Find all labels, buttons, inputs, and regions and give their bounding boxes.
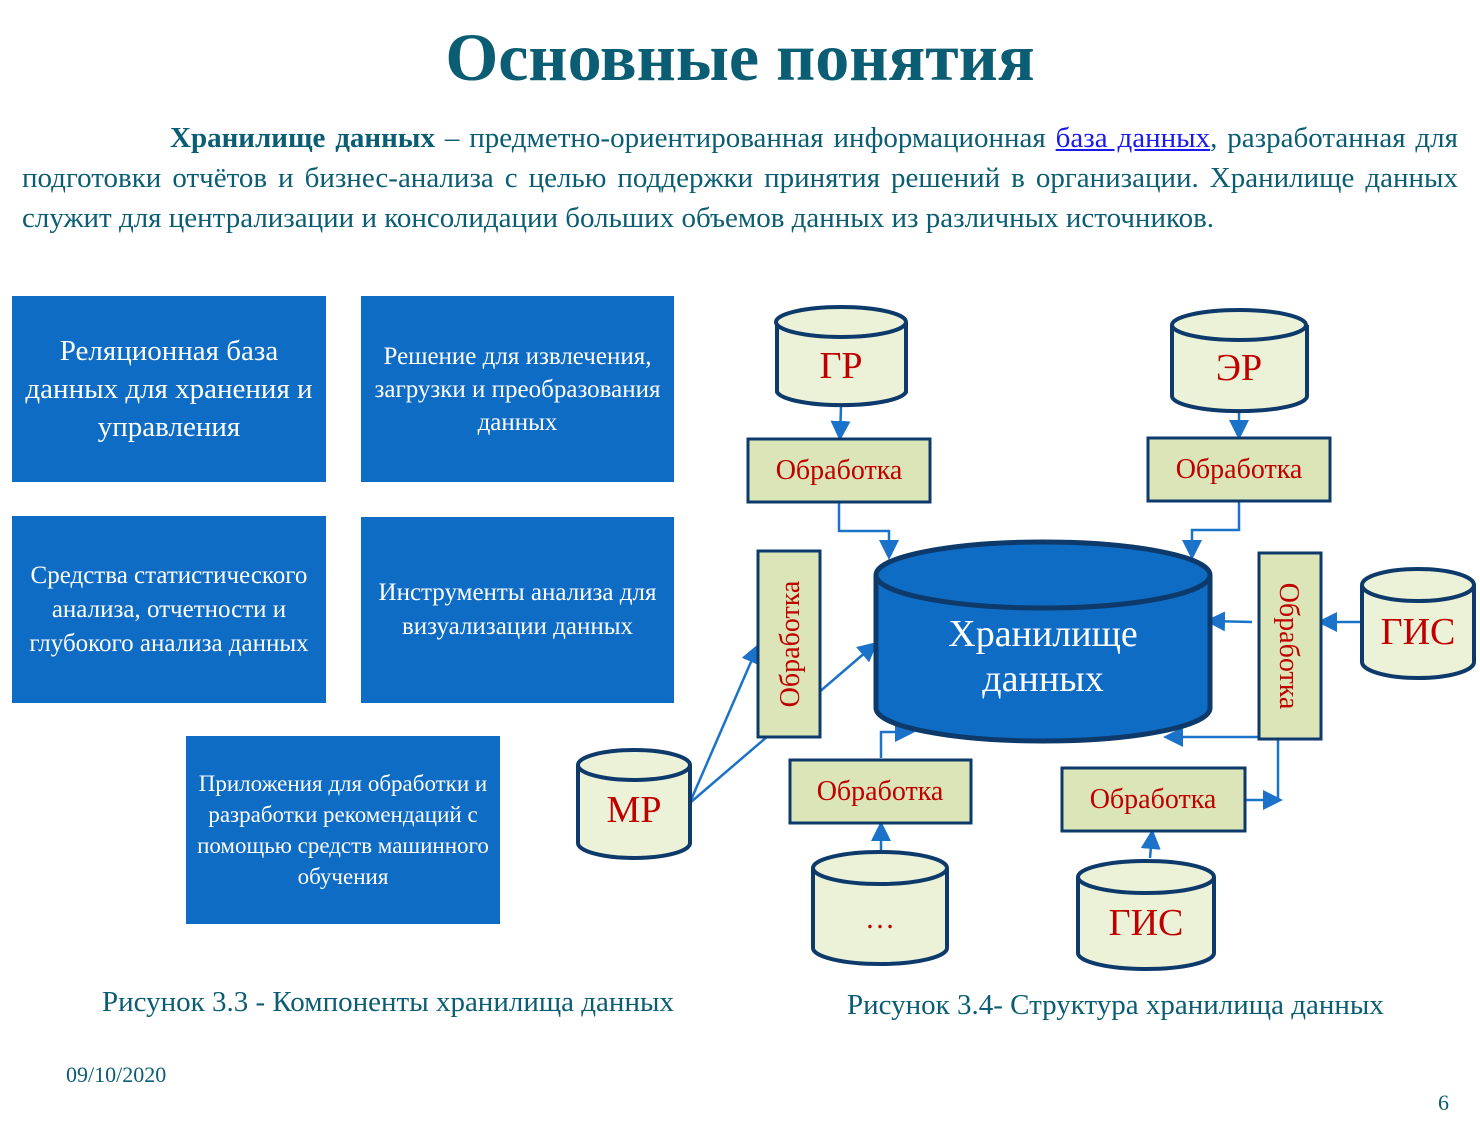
source-mr-cylinder: МР <box>576 748 692 860</box>
database-link[interactable]: база данных <box>1055 122 1211 154</box>
source-label: ГИС <box>1109 902 1184 944</box>
component-ml-apps: Приложения для обработки и разработки ре… <box>186 736 500 924</box>
component-relational-db: Реляционная база данных для хранения и у… <box>12 296 326 482</box>
svg-text:Обработка: Обработка <box>776 455 903 486</box>
warehouse-label: данных <box>982 658 1103 700</box>
source-label: ГИС <box>1381 611 1456 653</box>
svg-text:Обработка: Обработка <box>817 776 944 807</box>
figure-3-3-caption: Рисунок 3.3 - Компоненты хранилища данны… <box>102 986 674 1018</box>
source-label: ЭР <box>1216 347 1262 389</box>
warehouse-label: Хранилище <box>948 613 1137 655</box>
slide-number: 6 <box>1438 1090 1449 1115</box>
source-gis-right-cylinder: ГИС <box>1360 567 1476 680</box>
intro-text-rest: , разработанная для подготовки отчётов и… <box>22 122 1458 234</box>
figure-3-4-caption: Рисунок 3.4- Структура хранилища данных <box>847 989 1384 1021</box>
svg-text:Обработка: Обработка <box>1090 784 1217 815</box>
intro-paragraph: Хранилище данных – предметно-ориентирова… <box>22 118 1458 238</box>
svg-text:Обработка: Обработка <box>775 580 806 707</box>
component-label: Средства статистического анализа, отчетн… <box>29 561 309 657</box>
source-gr-cylinder: ГР <box>774 305 908 408</box>
component-label: Инструменты анализа для визуализации дан… <box>378 579 657 640</box>
component-statistics: Средства статистического анализа, отчетн… <box>12 516 326 703</box>
source-label: МР <box>607 789 662 831</box>
source-label: … <box>865 902 895 935</box>
process-box: Обработка <box>746 437 932 504</box>
component-label: Реляционная база данных для хранения и у… <box>25 335 313 443</box>
component-visualization: Инструменты анализа для визуализации дан… <box>361 517 674 703</box>
component-label: Приложения для обработки и разработки ре… <box>197 771 489 889</box>
page-title: Основные понятия <box>445 19 1035 95</box>
process-box: Обработка <box>1146 436 1332 503</box>
process-box: Обработка <box>1060 766 1247 833</box>
svg-text:Обработка: Обработка <box>1176 454 1303 485</box>
source-other-cylinder: … <box>811 850 949 966</box>
term: Хранилище данных <box>170 122 435 154</box>
source-er-cylinder: ЭР <box>1170 308 1309 414</box>
source-label: ГР <box>819 345 862 387</box>
slide-date: 09/10/2020 <box>66 1062 167 1087</box>
process-box-vertical: Обработка <box>756 549 822 739</box>
process-box: Обработка <box>788 758 973 825</box>
component-etl: Решение для извлечения, загрузки и преоб… <box>361 296 674 482</box>
source-gis-bottom-cylinder: ГИС <box>1076 859 1216 971</box>
component-label: Решение для извлечения, загрузки и преоб… <box>374 342 661 436</box>
intro-text: – предметно-ориентированная информационн… <box>434 122 1056 154</box>
svg-text:Обработка: Обработка <box>1273 583 1304 710</box>
process-box-vertical: Обработка <box>1257 551 1323 741</box>
